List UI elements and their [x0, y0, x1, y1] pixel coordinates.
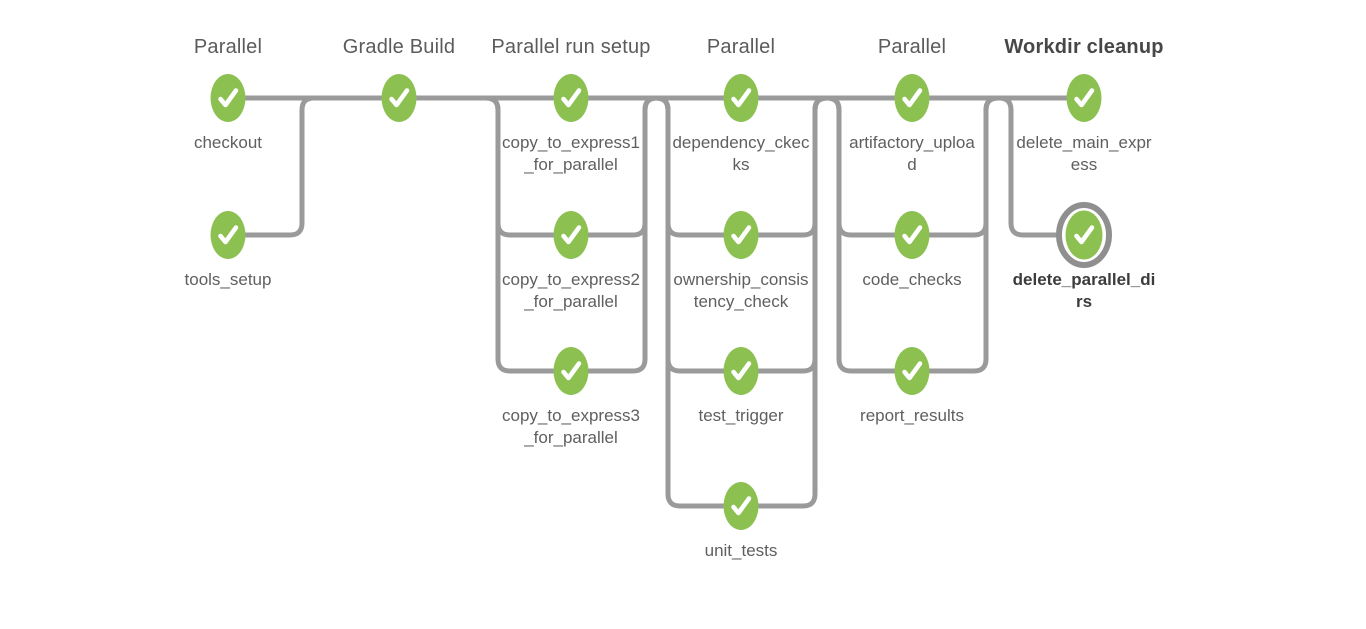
pipeline-node-test-trigger[interactable]	[723, 347, 759, 395]
node-label-code-checks: code_checks	[862, 270, 962, 289]
pipeline-node-delete-parallel-dirs[interactable]	[1056, 202, 1112, 268]
pipeline-edge	[912, 95, 999, 374]
check-icon	[731, 361, 752, 381]
check-icon	[561, 225, 582, 245]
pipeline-node-report-results[interactable]	[894, 347, 930, 395]
stage-title-2: Gradle Build	[342, 36, 456, 58]
pipeline-edge	[741, 95, 828, 509]
check-icon	[902, 225, 923, 245]
check-icon	[902, 88, 923, 108]
pipeline-node-dependency-ckecks[interactable]	[723, 74, 759, 122]
node-label-unit-tests: unit_tests	[704, 541, 778, 560]
pipeline-edge	[826, 95, 912, 374]
check-icon	[731, 496, 752, 516]
pipeline-node-checkout[interactable]	[210, 74, 246, 122]
check-icon	[561, 361, 582, 381]
pipeline-edge	[998, 95, 1084, 238]
pipeline-edge	[571, 95, 658, 374]
check-icon	[389, 88, 410, 108]
node-label-artifactory-upload: artifactory_uploa d	[849, 133, 975, 174]
stage-title-5: Parallel	[877, 36, 947, 58]
pipeline-node-copy-to-express1-for-parallel[interactable]	[553, 74, 589, 122]
node-label-copy-to-express1-for-parallel: copy_to_express1 _for_parallel	[502, 133, 640, 174]
check-icon	[218, 88, 239, 108]
node-label-checkout: checkout	[193, 133, 263, 152]
node-label-ownership-consistency-check: ownership_consis tency_check	[673, 270, 809, 311]
node-label-delete-parallel-dirs: delete_parallel_di rs	[1012, 270, 1156, 311]
node-label-report-results: report_results	[860, 406, 964, 425]
pipeline-node-gradle-build[interactable]	[381, 74, 417, 122]
check-icon	[902, 361, 923, 381]
pipeline-node-code-checks[interactable]	[894, 211, 930, 259]
node-label-test-trigger: test_trigger	[698, 406, 784, 425]
pipeline-edge	[485, 95, 571, 374]
check-icon	[1074, 88, 1095, 108]
pipeline-edge	[655, 95, 741, 509]
node-label-copy-to-express3-for-parallel: copy_to_express3 _for_parallel	[502, 406, 640, 447]
pipeline-node-unit-tests[interactable]	[723, 482, 759, 530]
node-label-delete-main-express: delete_main_expr ess	[1016, 133, 1152, 174]
pipeline-edge	[228, 95, 315, 238]
node-label-tools-setup: tools_setup	[184, 270, 272, 289]
node-label-dependency-ckecks: dependency_ckec ks	[672, 133, 810, 174]
check-icon	[561, 88, 582, 108]
pipeline-node-copy-to-express2-for-parallel[interactable]	[553, 211, 589, 259]
pipeline-node-delete-main-express[interactable]	[1066, 74, 1102, 122]
pipeline-node-ownership-consistency-check[interactable]	[723, 211, 759, 259]
stage-title-1: Parallel	[193, 36, 263, 58]
check-icon	[1074, 225, 1095, 245]
pipeline-edges	[228, 95, 1084, 509]
stage-title-3: Parallel run setup	[491, 36, 651, 58]
pipeline-node-tools-setup[interactable]	[210, 211, 246, 259]
stage-title-4: Parallel	[706, 36, 776, 58]
check-icon	[731, 88, 752, 108]
check-icon	[731, 225, 752, 245]
pipeline-node-copy-to-express3-for-parallel[interactable]	[553, 347, 589, 395]
node-label-copy-to-express2-for-parallel: copy_to_express2 _for_parallel	[502, 270, 640, 311]
pipeline-node-artifactory-upload[interactable]	[894, 74, 930, 122]
stage-title-6: Workdir cleanup	[1004, 36, 1164, 58]
check-icon	[218, 225, 239, 245]
